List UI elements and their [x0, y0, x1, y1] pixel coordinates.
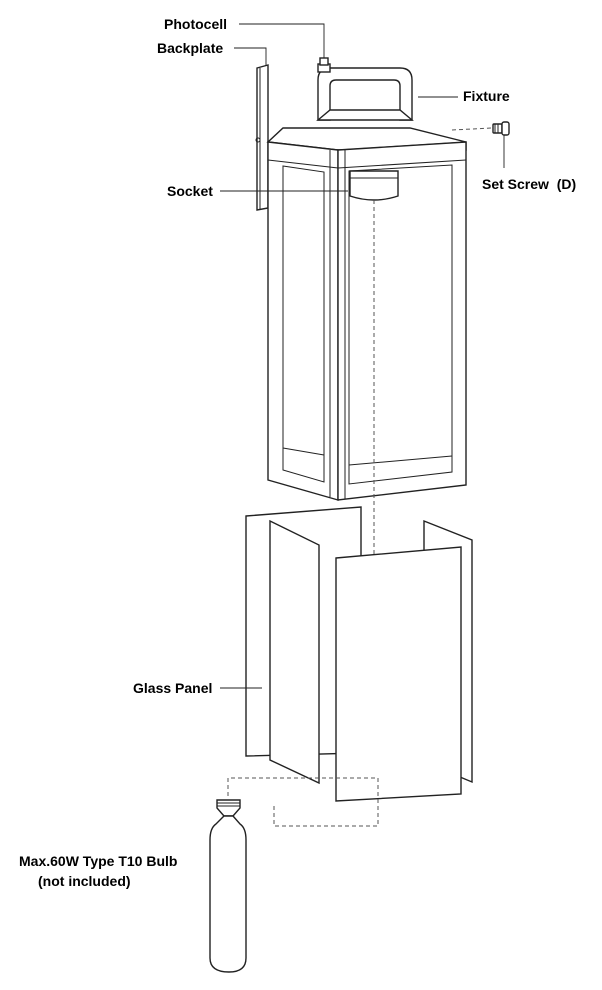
photocell — [317, 57, 331, 73]
label-fixture: Fixture — [463, 88, 510, 104]
fixture-handle — [316, 67, 414, 121]
socket — [349, 170, 399, 201]
set-screw — [451, 121, 510, 136]
label-backplate: Backplate — [157, 40, 223, 56]
fixture-housing — [266, 127, 467, 501]
label-set-screw: Set Screw (D) — [482, 176, 576, 192]
bulb — [209, 777, 379, 973]
leader-lines — [220, 23, 505, 689]
label-bulb-line1: Max.60W Type T10 Bulb — [19, 853, 177, 869]
label-glass-panel: Glass Panel — [133, 680, 212, 696]
label-bulb-line2: (not included) — [38, 873, 131, 889]
label-photocell: Photocell — [164, 16, 227, 32]
label-socket: Socket — [167, 183, 213, 199]
glass-panels — [245, 506, 473, 802]
backplate — [255, 64, 269, 211]
